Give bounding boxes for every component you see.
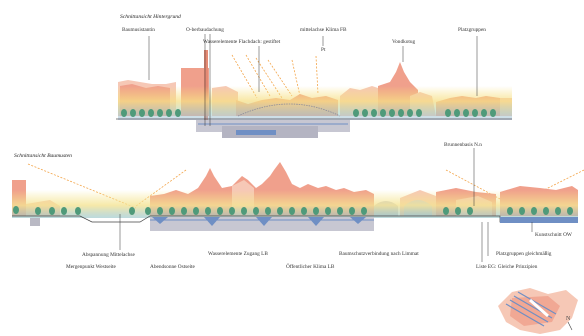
label-baumusistantin: Baumusistantin	[122, 27, 155, 33]
label-liste-eg: Liste EG: Gleiche Prinzipien	[476, 264, 538, 270]
top-section	[116, 34, 512, 138]
top-guides	[148, 34, 478, 126]
label-wasserelemente: Wasserelemente Flachdach: gestiftet	[203, 39, 281, 45]
label-abendsonne-ostseite: Abendsonne Ostseite	[150, 264, 195, 270]
label-oeffentlicher-klima: Öffentlicher Klima LB	[286, 264, 335, 270]
bottom-section	[12, 148, 584, 262]
label-vondkotug: Vondkotug	[392, 39, 416, 45]
label-mergenpunkt-westseite: Mergenpunkt Westseite	[66, 264, 116, 270]
top-arch	[237, 103, 341, 117]
label-pt: Pt	[321, 47, 326, 53]
label-kunstschnitt: Kunstschnitt OW	[535, 232, 572, 238]
north-arrow-icon: N	[566, 316, 573, 331]
top-section-title: Schnittansicht Hintergrund	[120, 14, 181, 20]
label-platzgruppen: Platzgruppen	[458, 27, 486, 33]
label-mittelachse: mittelachse Klima FB	[300, 27, 347, 33]
bottom-light-band	[12, 190, 578, 218]
label-oberbaudachung: O-berbaudachung	[186, 27, 224, 33]
top-trees	[121, 109, 496, 117]
label-platzgruppen-gleichmassig: Platzgruppen gleichmäßig	[496, 251, 552, 257]
label-baumschutzverbindung: Baumschutzverbindung nach Limmat	[339, 251, 419, 257]
bottom-guides	[119, 148, 533, 262]
bottom-section-title: Schnittansicht Baumusten	[14, 153, 72, 159]
svg-text:N: N	[566, 316, 571, 322]
label-wasserelemente-zugang: Wasserelemente Zugang LB	[208, 251, 268, 257]
site-plan-icon	[498, 288, 578, 334]
label-abspannung-mittelachse: Abspannung Mittelachse	[82, 252, 135, 258]
bottom-trees	[13, 206, 573, 215]
label-brunnenbasis: Brunnenbasis N.n	[444, 142, 482, 148]
